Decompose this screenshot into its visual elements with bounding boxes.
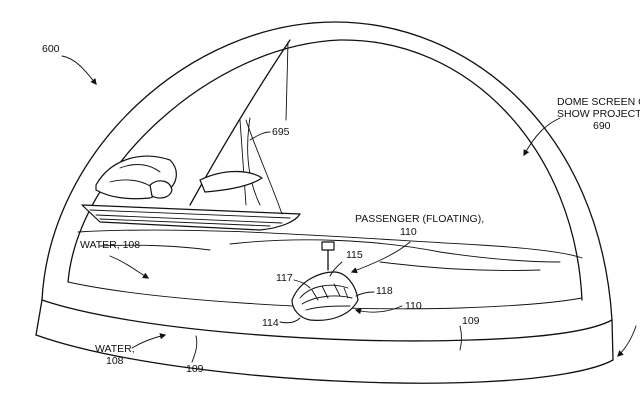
dome-outer-arc — [41, 21, 613, 321]
dome — [35, 21, 614, 384]
dome-base-bottom — [35, 334, 614, 384]
label-117: 117 — [276, 272, 293, 284]
label-114: 114 — [262, 317, 279, 329]
boat-seats — [311, 283, 349, 301]
labels: 600 DOME SCREEN OR SHOW PROJECTION 690 6… — [42, 43, 640, 375]
label-690: 690 — [593, 120, 611, 132]
cliff-detail — [109, 164, 161, 187]
ship-deck-lines — [89, 209, 291, 227]
leader-110-boat — [354, 305, 403, 315]
ship-hull — [81, 204, 301, 231]
leader-115 — [329, 261, 343, 277]
label-110-boat: 110 — [405, 300, 422, 312]
leader-600 — [61, 55, 97, 85]
leader-water-outer — [131, 333, 167, 349]
water-far-shore — [77, 229, 583, 259]
label-water-inner: WATER, 108 — [80, 239, 140, 251]
water-inner-edge — [67, 281, 583, 310]
dome-rim-top — [41, 299, 613, 342]
label-110-passenger: 110 — [400, 226, 417, 238]
ship-mast — [189, 39, 291, 206]
leader-right-edge — [617, 325, 637, 357]
label-water-outer: WATER, — [95, 343, 135, 355]
passenger-boat — [291, 241, 359, 321]
label-695: 695 — [272, 126, 290, 138]
leader-117 — [293, 279, 311, 289]
dome-base-left — [35, 299, 43, 336]
label-118: 118 — [376, 285, 393, 297]
leader-109-left — [191, 335, 198, 363]
boat-arm-top — [321, 241, 335, 251]
ship-sail-fin — [199, 170, 263, 193]
label-show-projection: SHOW PROJECTION — [557, 108, 640, 120]
leader-water-inner — [109, 255, 150, 279]
show-projection-scene — [81, 39, 301, 231]
water-wave-1 — [229, 239, 561, 263]
dome-base-right — [611, 319, 614, 361]
leader-passenger — [350, 241, 411, 274]
water — [67, 229, 583, 310]
water-wave-2 — [379, 261, 541, 271]
label-dome-screen: DOME SCREEN OR — [557, 96, 640, 108]
water-wave-3 — [99, 244, 211, 251]
leader-690 — [523, 117, 561, 157]
leader-118 — [355, 291, 375, 297]
leader-114 — [279, 317, 301, 324]
label-600: 600 — [42, 43, 60, 55]
label-109-right: 109 — [462, 315, 480, 327]
leaders — [61, 55, 637, 363]
leader-109-right — [459, 325, 462, 351]
label-passenger-floating: PASSENGER (FLOATING), — [355, 213, 484, 225]
label-109-left: 109 — [186, 363, 204, 375]
ship-rigging-rear — [239, 119, 283, 215]
label-108-outer: 108 — [106, 355, 124, 367]
ship-figure — [149, 180, 173, 199]
leader-695 — [249, 131, 271, 141]
label-115: 115 — [346, 249, 363, 261]
